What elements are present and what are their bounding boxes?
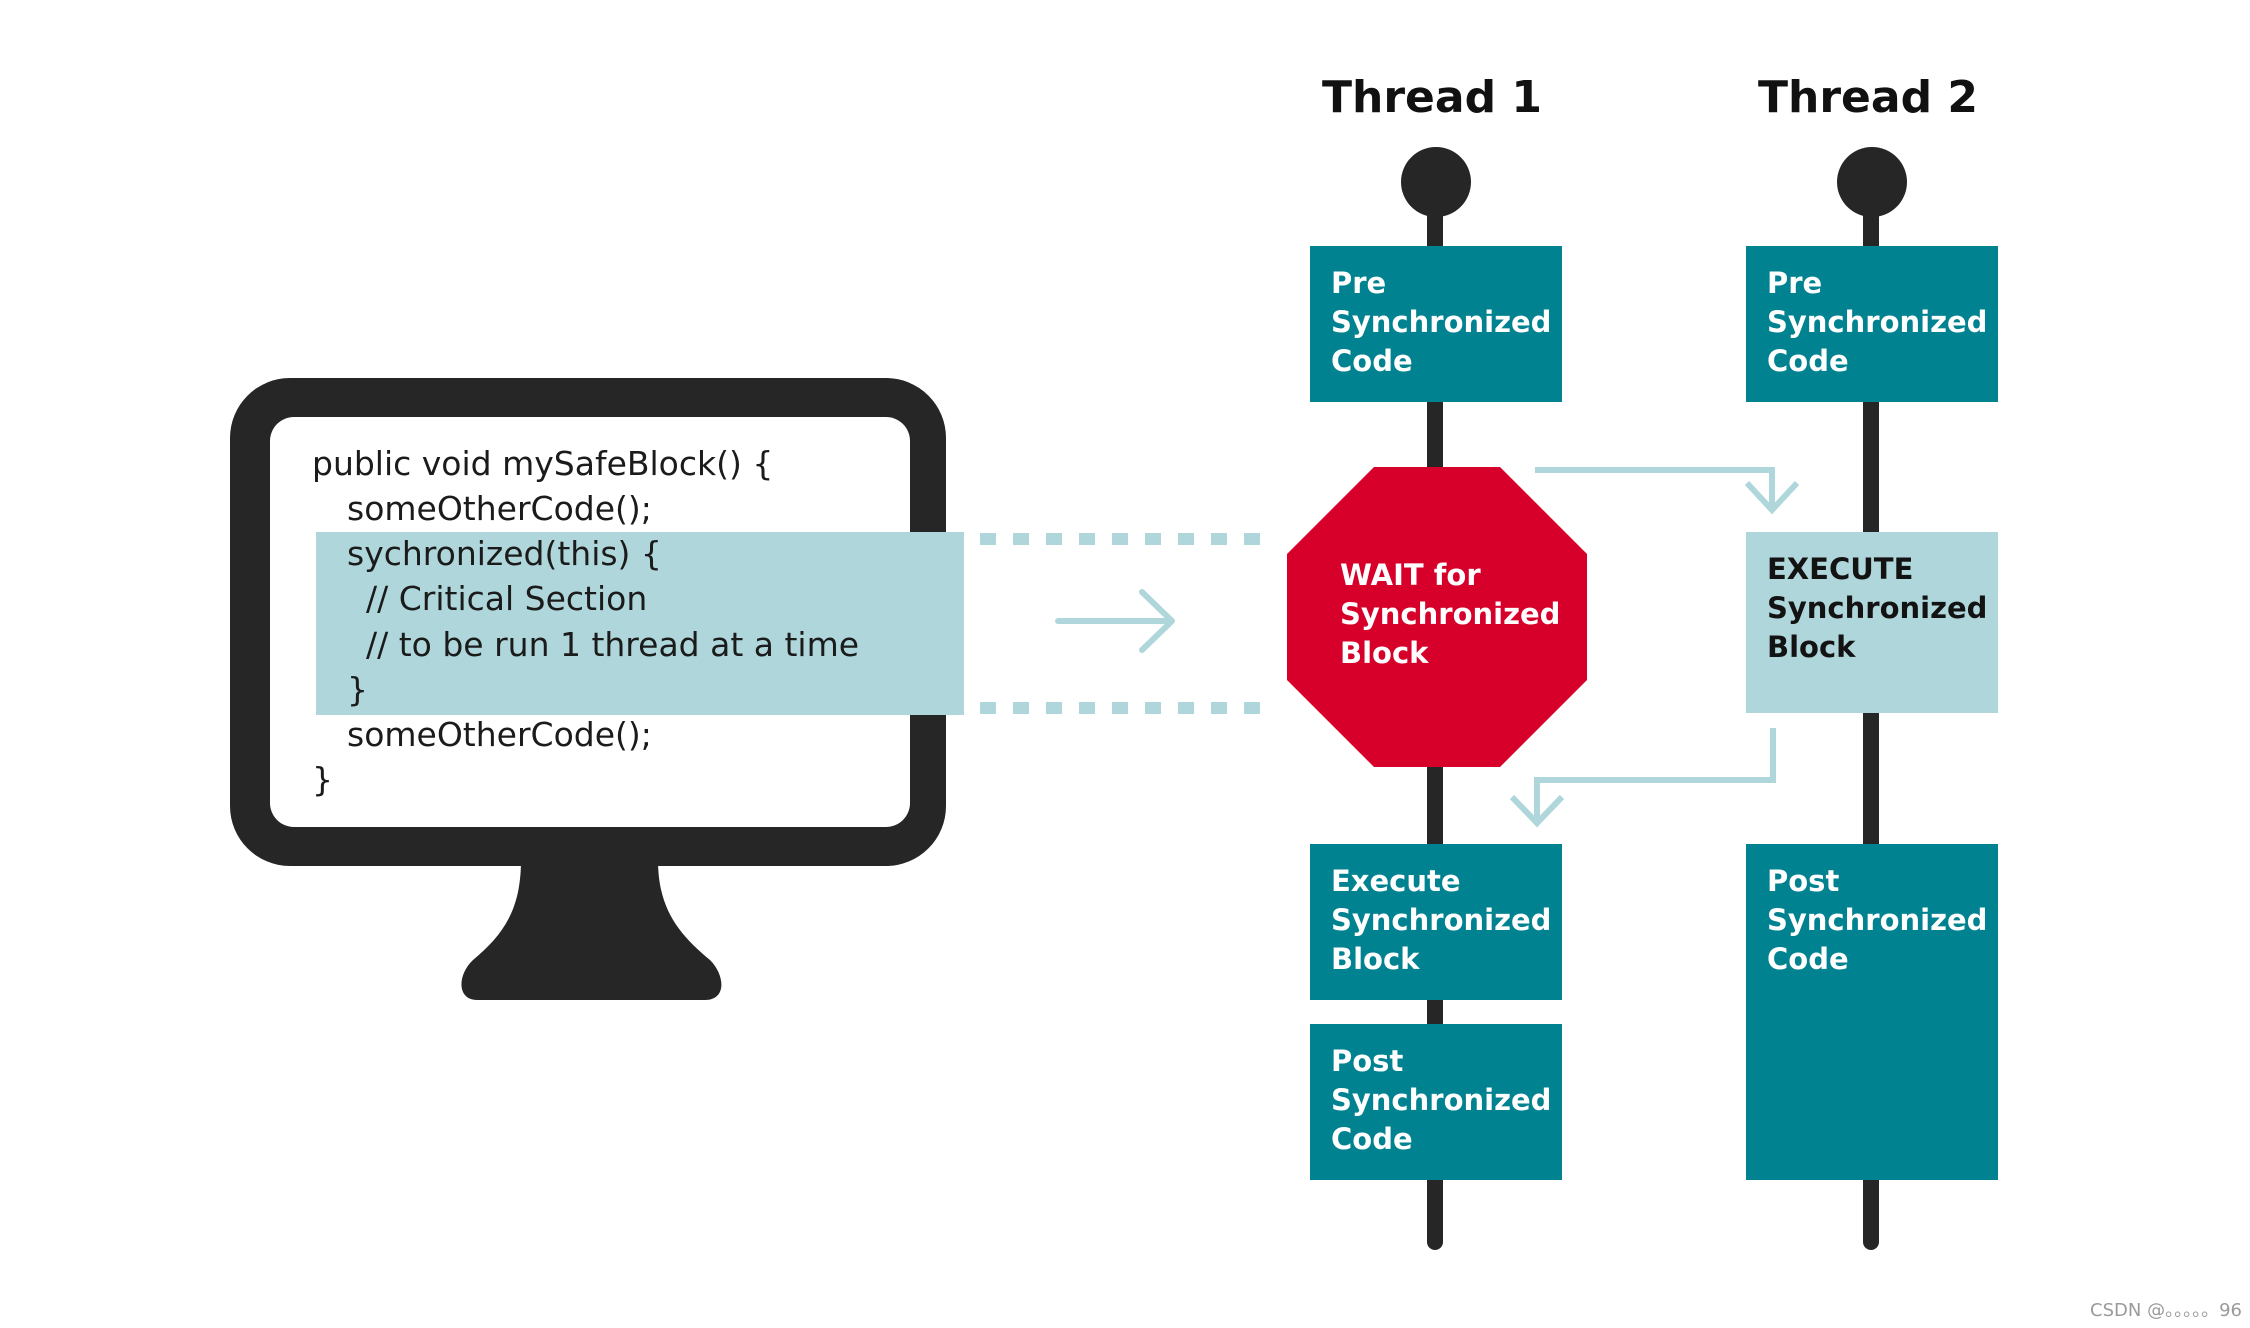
thread2-start-dot-icon: [1837, 147, 1907, 217]
code-line-3: sychronized(this) {: [347, 534, 662, 573]
code-line-7: someOtherCode();: [347, 715, 652, 754]
thread1-wait-label: WAIT for Synchronized Block: [1340, 556, 1560, 673]
thread1-post-line-2: Synchronized: [1331, 1083, 1552, 1117]
thread2-pre-sync-box: Pre Synchronized Code: [1746, 246, 1998, 402]
thread2-pre-line-3: Code: [1767, 344, 1849, 378]
code-line-6: }: [347, 670, 368, 709]
thread2-execute-line-3: Block: [1767, 630, 1856, 664]
code-line-2: someOtherCode();: [347, 489, 652, 528]
thread1-title: Thread 1: [1322, 72, 1542, 123]
thread2-execute-line-2: Synchronized: [1767, 591, 1988, 625]
thread1-start-dot-icon: [1401, 147, 1471, 217]
thread1-pre-line-1: Pre: [1331, 266, 1387, 300]
thread1-execute-line-1: Execute: [1331, 864, 1461, 898]
thread1-post-sync-box: Post Synchronized Code: [1310, 1024, 1562, 1180]
thread1-pre-line-2: Synchronized: [1331, 305, 1552, 339]
stop-sign-icon: [1287, 467, 1587, 767]
right-arrow-icon: [1055, 589, 1175, 653]
code-line-4: // Critical Section: [366, 579, 648, 618]
thread2-execute-sync-box: EXECUTE Synchronized Block: [1746, 532, 1998, 713]
thread2-title: Thread 2: [1758, 72, 1978, 123]
arrow-to-thread2-icon: [1535, 467, 1800, 515]
thread2-pre-line-1: Pre: [1767, 266, 1823, 300]
thread1-post-line-3: Code: [1331, 1122, 1413, 1156]
critical-section-highlight: [316, 532, 964, 715]
thread1-pre-line-3: Code: [1331, 344, 1413, 378]
code-line-5: // to be run 1 thread at a time: [366, 625, 860, 664]
thread2-execute-line-1: EXECUTE: [1767, 552, 1914, 586]
thread1-execute-line-3: Block: [1331, 942, 1420, 976]
thread1-post-line-1: Post: [1331, 1044, 1404, 1078]
thread2-post-sync-box: Post Synchronized Code: [1746, 844, 1998, 1180]
thread1-wait-line-2: Synchronized: [1340, 597, 1561, 631]
monitor-stand-icon: [461, 860, 722, 1000]
thread2-pre-line-2: Synchronized: [1767, 305, 1988, 339]
watermark: CSDN @。。。。。96: [2090, 1300, 2242, 1321]
thread2-post-line-3: Code: [1767, 942, 1849, 976]
thread1-execute-sync-box: Execute Synchronized Block: [1310, 844, 1562, 1000]
thread2-post-line-2: Synchronized: [1767, 903, 1988, 937]
code-line-8: }: [312, 760, 333, 799]
thread1-wait-line-3: Block: [1340, 636, 1429, 670]
code-line-1: public void mySafeBlock() {: [312, 444, 774, 483]
arrow-to-thread1-icon: [1509, 728, 1776, 828]
thread1-pre-sync-box: Pre Synchronized Code: [1310, 246, 1562, 402]
thread1-execute-line-2: Synchronized: [1331, 903, 1552, 937]
thread1-wait-line-1: WAIT for: [1340, 558, 1481, 592]
thread2-post-line-1: Post: [1767, 864, 1840, 898]
